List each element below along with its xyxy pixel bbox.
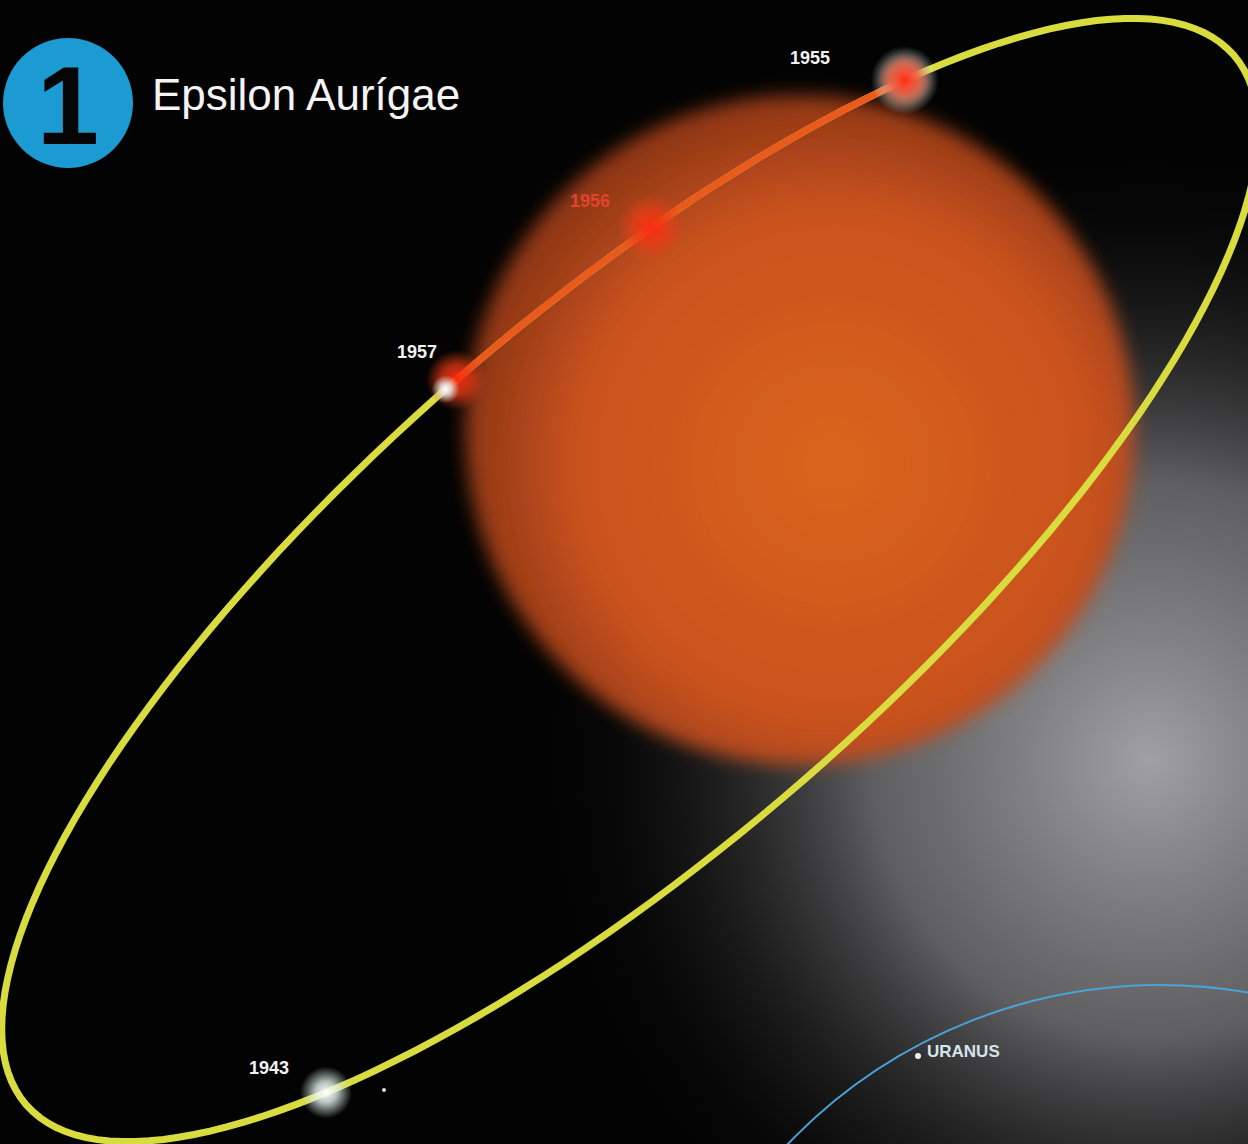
star-dot (382, 1088, 386, 1092)
giant-star (465, 95, 1135, 765)
uranus-orbit (645, 985, 1248, 1144)
year-label: 1943 (249, 1058, 289, 1079)
companion-position (432, 375, 460, 403)
number-badge: 1 (3, 38, 133, 168)
companion-position (617, 194, 685, 262)
planet-label: URANUS (927, 1042, 1000, 1062)
uranus-dot (915, 1053, 921, 1059)
companion-position (871, 46, 939, 114)
year-label: 1955 (790, 48, 830, 69)
year-label: 1956 (570, 191, 610, 212)
companion-position (300, 1067, 352, 1119)
title: Epsilon Aurígae (152, 70, 460, 120)
year-label: 1957 (397, 342, 437, 363)
eclipse-arc (456, 80, 905, 380)
companion-position (877, 52, 933, 108)
orbit-ellipse (2, 18, 1248, 1141)
callout-number: 1 (37, 50, 99, 162)
